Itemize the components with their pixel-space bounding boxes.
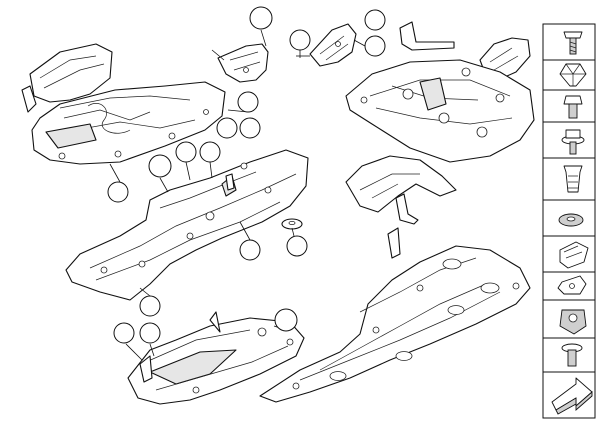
callout-12[interactable] <box>239 221 261 261</box>
spring-clip-icon <box>559 241 589 269</box>
sidebar-item-plastic-nut[interactable] <box>542 157 596 201</box>
hex-nut-icon <box>559 309 587 335</box>
callout-14[interactable] <box>139 287 161 317</box>
callout-10[interactable] <box>199 141 221 179</box>
callout-17[interactable] <box>139 322 161 357</box>
front-underbody-shield <box>21 43 226 165</box>
underfloor-panel-rear <box>127 311 305 405</box>
sidebar-item-screw[interactable] <box>542 23 596 61</box>
stud-washer <box>281 218 303 230</box>
sidebar-item-spring-clip[interactable] <box>542 235 596 273</box>
callout-16[interactable] <box>113 322 143 361</box>
callout-15[interactable] <box>273 308 298 332</box>
mounting-bracket-left <box>211 43 269 83</box>
callout-6[interactable] <box>216 117 238 139</box>
screw-icon <box>563 31 583 55</box>
sidebar-item-push-rivet[interactable] <box>542 337 596 373</box>
sidebar-item-hex-bolt[interactable] <box>542 89 596 123</box>
callout-1[interactable] <box>249 6 273 47</box>
underfloor-panel-left <box>65 149 309 301</box>
callout-13[interactable] <box>286 227 308 257</box>
callout-group <box>107 6 386 361</box>
next-arrow-icon <box>551 377 593 415</box>
sidebar-item-collar-screw[interactable] <box>542 121 596 159</box>
callout-9[interactable] <box>175 141 197 181</box>
sidebar-item-expanding-rivet[interactable] <box>542 59 596 91</box>
hex-bolt-icon <box>563 95 583 119</box>
underbody-cover-right <box>259 245 531 403</box>
callout-8[interactable] <box>148 154 172 193</box>
engine-undertray <box>345 59 535 163</box>
collar-screw-icon <box>561 129 585 155</box>
callout-2[interactable] <box>289 29 311 58</box>
mounting-bracket-right <box>296 23 357 67</box>
center-bracket-assembly <box>345 155 457 259</box>
plastic-nut-icon <box>563 165 583 193</box>
next-page-button[interactable] <box>542 371 596 419</box>
push-rivet-icon <box>561 343 583 367</box>
retaining-clip <box>225 173 235 191</box>
callout-3[interactable] <box>364 9 386 31</box>
sidebar-item-speed-nut[interactable] <box>542 271 596 301</box>
callout-7[interactable] <box>239 117 261 139</box>
sidebar-item-washer[interactable] <box>542 199 596 237</box>
washer-icon <box>558 213 584 227</box>
expanding-rivet-icon <box>559 63 587 87</box>
callout-5[interactable] <box>227 91 259 113</box>
callout-4[interactable] <box>353 35 386 57</box>
speed-nut-icon <box>557 275 587 295</box>
fastener-sidebar <box>542 23 596 419</box>
callout-11[interactable] <box>107 163 129 203</box>
sidebar-item-hex-nut[interactable] <box>542 299 596 339</box>
